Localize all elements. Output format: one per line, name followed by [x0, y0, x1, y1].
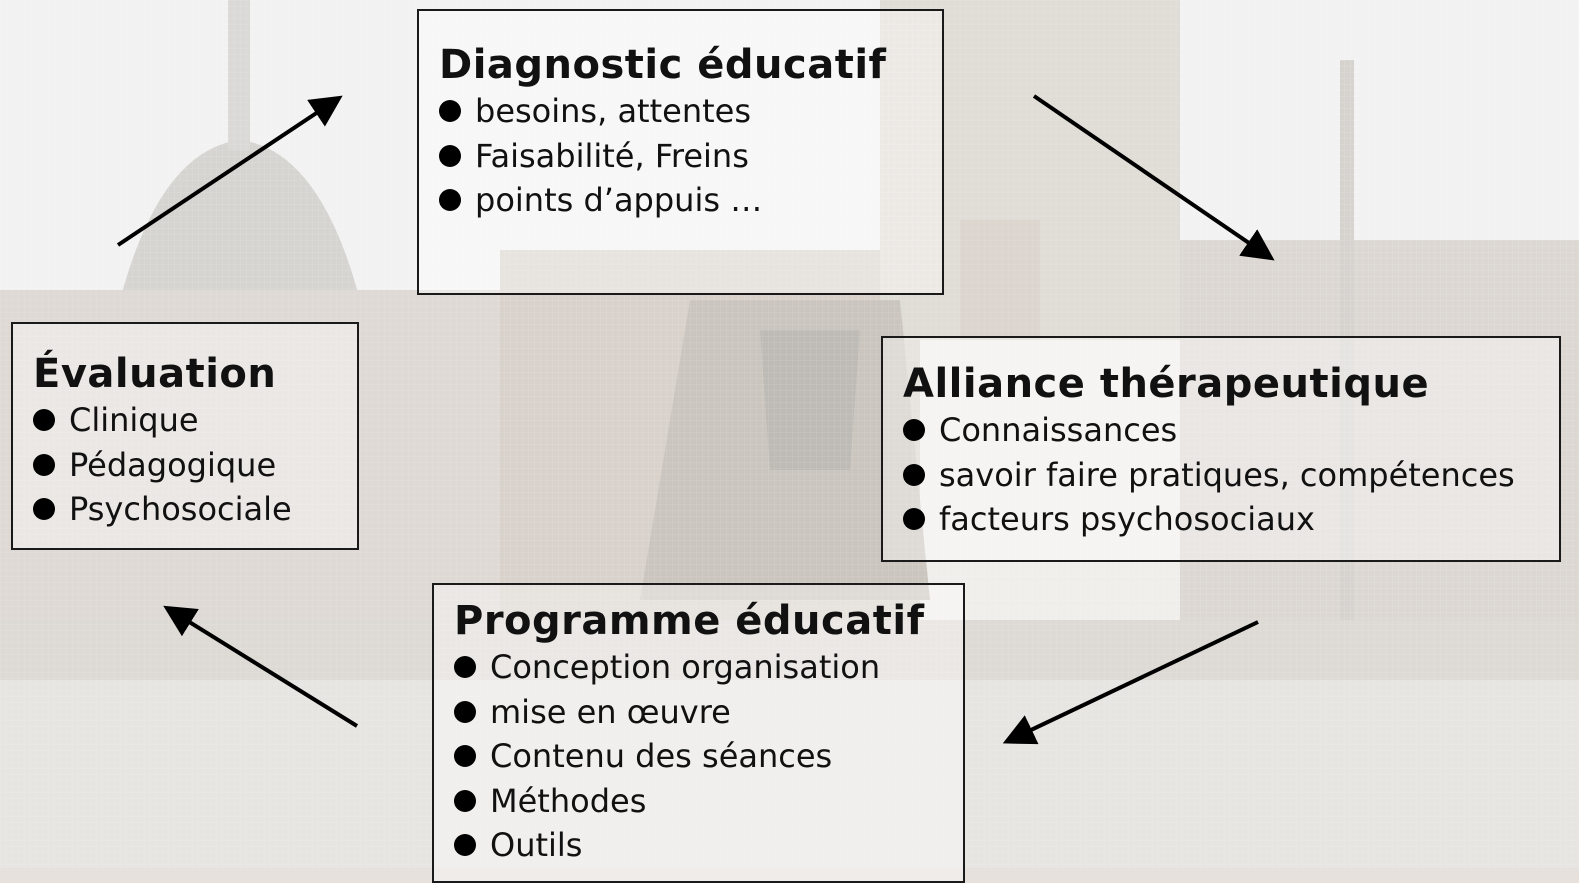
list-item: Faisabilité, Freins — [439, 134, 942, 179]
list-item: Méthodes — [454, 779, 963, 824]
list-item: besoins, attentes — [439, 89, 942, 134]
programme-box: Programme éducatif Conception organisati… — [432, 583, 965, 883]
bullet-icon — [439, 144, 461, 167]
bullet-icon — [903, 463, 925, 486]
alliance-title: Alliance thérapeutique — [903, 361, 1430, 407]
list-item-text: Conception organisation — [490, 648, 881, 686]
list-item: mise en œuvre — [454, 690, 963, 735]
list-item: points d’appuis … — [439, 178, 942, 223]
bullet-icon — [903, 419, 925, 442]
alliance-list: Connaissances savoir faire pratiques, co… — [903, 408, 1559, 542]
list-item: Clinique — [33, 398, 357, 443]
list-item-text: points d’appuis … — [475, 181, 763, 219]
list-item-text: besoins, attentes — [475, 92, 752, 130]
bullet-icon — [454, 789, 476, 812]
list-item: Conception organisation — [454, 645, 963, 690]
list-item: facteurs psychosociaux — [903, 497, 1559, 542]
bullet-icon — [439, 189, 461, 212]
list-item-text: Contenu des séances — [490, 737, 833, 775]
list-item-text: Clinique — [69, 401, 199, 439]
list-item-text: Psychosociale — [69, 490, 292, 528]
bullet-icon — [439, 100, 461, 123]
list-item-text: mise en œuvre — [490, 692, 731, 731]
bullet-icon — [454, 656, 476, 679]
programme-title: Programme éducatif — [454, 598, 925, 644]
bullet-icon — [454, 834, 476, 857]
bullet-icon — [454, 700, 476, 723]
list-item: Contenu des séances — [454, 734, 963, 779]
list-item-text: Pédagogique — [69, 445, 277, 484]
list-item-text: Méthodes — [490, 781, 647, 820]
bullet-icon — [903, 508, 925, 531]
bullet-icon — [454, 745, 476, 768]
diagnostic-box: Diagnostic éducatif besoins, attentes Fa… — [417, 9, 944, 295]
alliance-box: Alliance thérapeutique Connaissances sav… — [881, 336, 1561, 562]
list-item: savoir faire pratiques, compétences — [903, 453, 1559, 498]
bullet-icon — [33, 498, 55, 521]
list-item: Outils — [454, 823, 963, 868]
list-item-text: Outils — [490, 826, 583, 864]
evaluation-list: Clinique Pédagogique Psychosociale — [33, 398, 357, 532]
diagnostic-title: Diagnostic éducatif — [439, 42, 887, 88]
evaluation-box: Évaluation Clinique Pédagogique Psychoso… — [11, 322, 359, 550]
programme-list: Conception organisation mise en œuvre Co… — [454, 645, 963, 868]
diagnostic-list: besoins, attentes Faisabilité, Freins po… — [439, 89, 942, 223]
list-item: Pédagogique — [33, 443, 357, 488]
list-item-text: Faisabilité, Freins — [475, 136, 749, 175]
list-item: Psychosociale — [33, 487, 357, 532]
list-item-text: savoir faire pratiques, compétences — [939, 455, 1515, 494]
list-item: Connaissances — [903, 408, 1559, 453]
bullet-icon — [33, 409, 55, 432]
evaluation-title: Évaluation — [33, 351, 277, 397]
bullet-icon — [33, 453, 55, 476]
list-item-text: facteurs psychosociaux — [939, 500, 1315, 538]
list-item-text: Connaissances — [939, 411, 1178, 449]
